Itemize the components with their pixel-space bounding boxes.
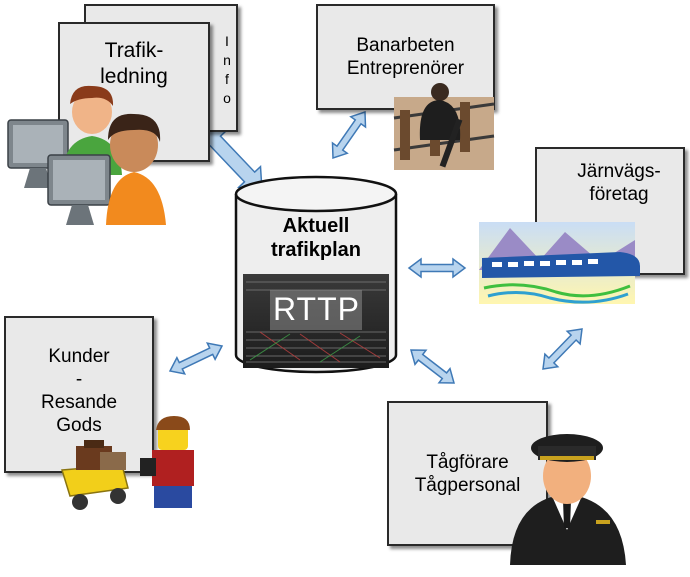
tagforare-line-2: Tågpersonal <box>414 475 521 496</box>
jarnvagsforetag-label: Järnvägs- företag <box>556 160 682 206</box>
arrow-database-tagforare <box>410 349 455 384</box>
connection-arrows <box>168 110 583 384</box>
operators-at-computers-image <box>7 85 166 225</box>
trafikledning-line-1: Trafik- <box>104 39 164 62</box>
kunder-line-1: Kunder <box>48 346 110 367</box>
jarnvagsforetag-line-2: företag <box>589 184 649 205</box>
info-letter: o <box>223 90 231 106</box>
info-letter: f <box>225 71 229 87</box>
database-cylinder <box>234 175 398 374</box>
banarbeten-label: Banarbeten Entreprenörer <box>320 34 491 80</box>
arrow-database-kunder <box>168 342 224 375</box>
database-title-line-2: trafikplan <box>270 239 362 261</box>
arrow-jarnvagsforetag-tagforare <box>542 328 583 370</box>
database-title: Aktuell trafikplan <box>236 214 396 262</box>
trafikledning-line-2: ledning <box>100 65 168 88</box>
train-image <box>479 222 640 304</box>
kunder-line-2: - <box>75 369 83 390</box>
tagforare-label: Tågförare Tågpersonal <box>391 451 544 497</box>
tagforare-line-1: Tågförare <box>426 452 509 473</box>
track-worker-image <box>393 83 495 170</box>
banarbeten-line-2: Entreprenörer <box>346 58 465 79</box>
info-letter: I <box>225 33 229 49</box>
jarnvagsforetag-line-1: Järnvägs- <box>577 161 661 182</box>
info-letter: n <box>223 52 231 68</box>
database-title-line-1: Aktuell <box>282 215 350 237</box>
rttp-label: RTTP <box>273 291 360 327</box>
banarbeten-line-1: Banarbeten <box>356 35 455 56</box>
banarbeten-box <box>316 4 495 110</box>
kunder-line-4: Gods <box>56 415 102 436</box>
info-vertical-label: I n f o <box>220 32 234 108</box>
traveller-with-luggage-image <box>61 416 194 510</box>
trafikledning-label: Trafik- ledning <box>62 38 206 90</box>
kunder-line-3: Resande <box>40 392 118 413</box>
arrow-banarbeten-database <box>331 110 367 160</box>
arrow-database-jarnvagsforetag <box>407 257 467 279</box>
train-conductor-image <box>510 434 626 565</box>
kunder-label: Kunder - Resande Gods <box>8 345 150 437</box>
